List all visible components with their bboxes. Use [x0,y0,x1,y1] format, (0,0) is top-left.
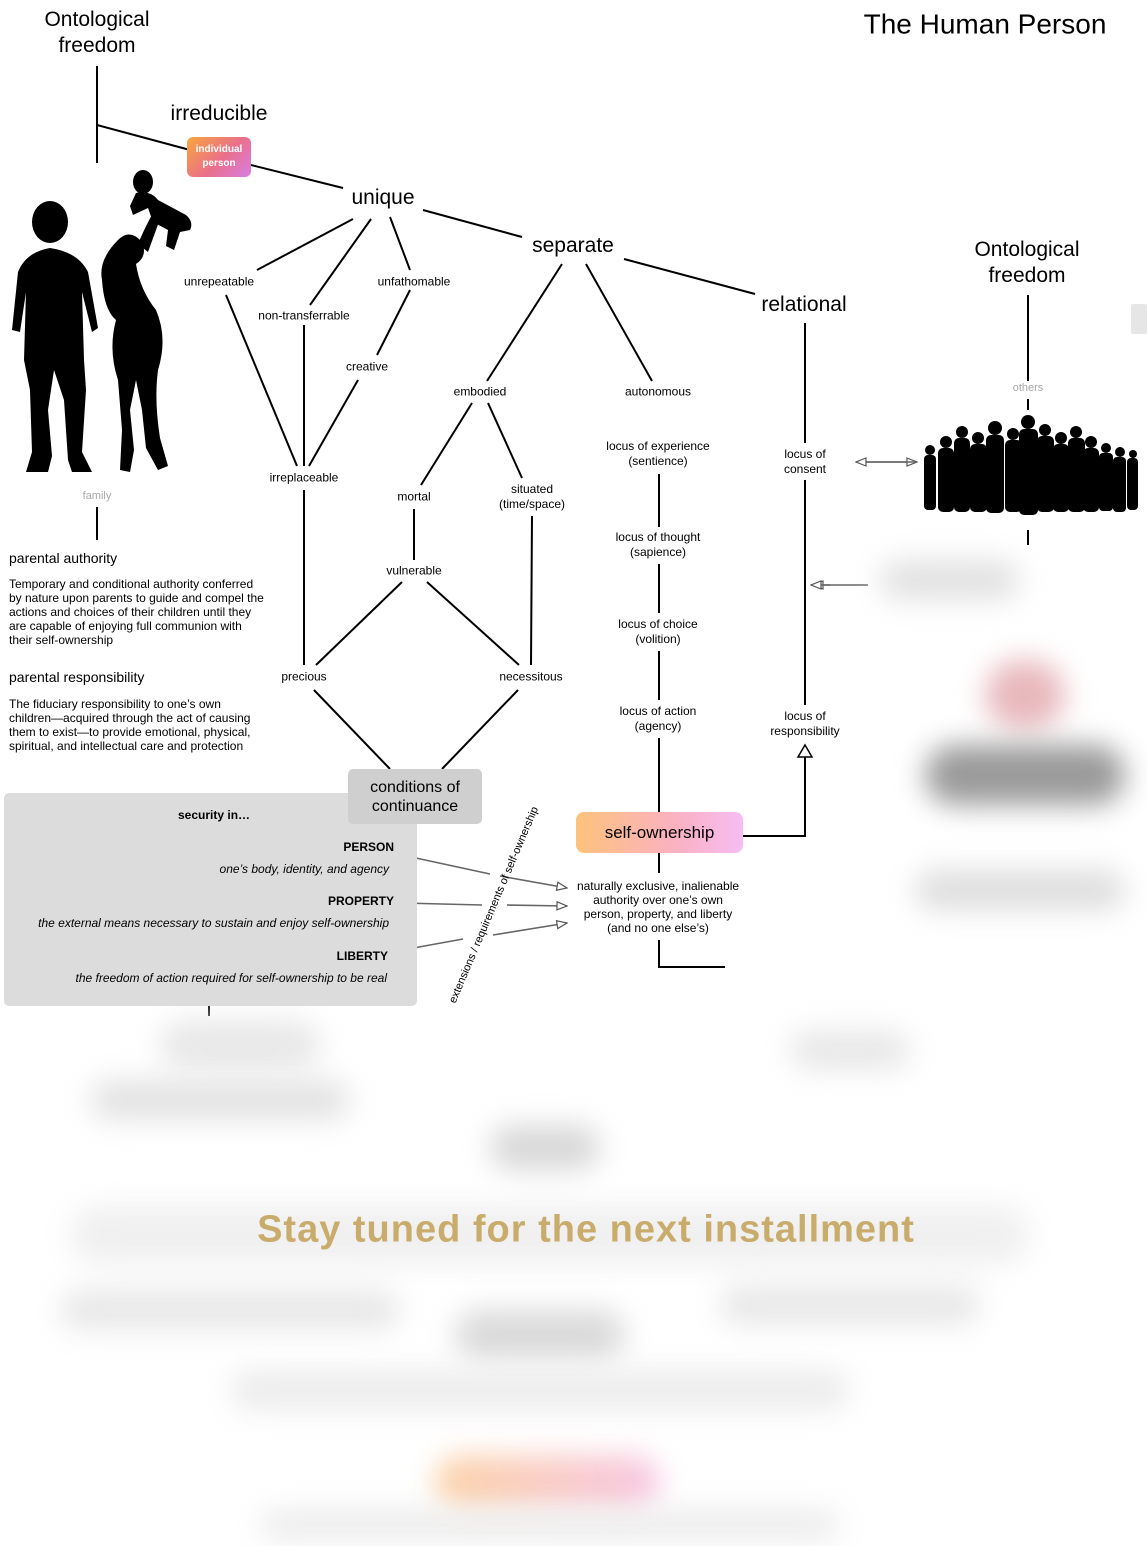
page-title: The Human Person [863,8,1107,40]
link-separate-embodied [486,263,563,382]
blurred-block [790,1030,910,1070]
label-others: others [1012,382,1044,395]
node-unfathomable: unfathomable [377,274,451,289]
node-irreducible: irreducible [170,101,268,125]
blurred-gradient-block [435,1455,660,1510]
family-silhouette [12,170,192,472]
security-property: PROPERTY [327,894,394,908]
security-panel [4,793,417,1006]
stay-tuned-banner: Stay tuned for the next installment [257,1208,915,1251]
security-person-desc: one’s body, identity, and agency [219,862,389,876]
self-ownership-box: self-ownership [576,812,743,853]
conditions-label: conditions of continuance [370,778,460,815]
security-property-desc: the external means necessary to sustain … [38,916,389,930]
node-locus-action: locus of action (agency) [619,704,697,733]
link-unique-separate [422,209,523,238]
parental-responsibility-heading: parental responsibility [9,669,145,685]
node-precious: precious [281,669,327,684]
ontological-freedom-right: Ontological freedom [974,237,1080,287]
link-unique-nontransferrable [309,218,372,306]
link-situated-necessitous [530,515,533,666]
link-unfathomable-creative [376,289,411,356]
security-liberty-desc: the freedom of action required for self-… [75,971,387,985]
node-relational: relational [761,292,847,316]
blurred-block [880,560,1020,600]
link-precious-conditions [313,689,391,770]
individual-person-box: individual person [187,137,251,177]
link-definition-down [658,940,725,968]
node-situated: situated (time/space) [498,482,566,511]
label-family: family [82,490,112,503]
link-necessitous-conditions [441,689,519,770]
self-ownership-label: self-ownership [604,822,715,842]
link-selfownership-responsibility [743,750,806,837]
blurred-block [490,1125,600,1170]
link-separate-relational [623,258,756,295]
others-crowd-silhouette [924,415,1138,515]
parental-authority-text: Temporary and conditional authority conf… [9,577,264,647]
scroll-stub [1131,304,1147,334]
arrow-definition-person [499,875,567,888]
blurred-block [260,1510,840,1540]
node-locus-experience: locus of experience (sentience) [606,439,710,468]
node-unrepeatable: unrepeatable [183,274,255,289]
blurred-block [60,1290,400,1330]
link-embodied-mortal [420,402,473,486]
security-person: PERSON [343,840,394,854]
security-liberty: LIBERTY [336,949,388,963]
link-unique-unfathomable [389,216,411,271]
node-irreplaceable: irreplaceable [269,470,339,485]
security-heading: security in… [178,808,251,822]
parental-responsibility-text: The fiduciary responsibility to one’s ow… [9,697,251,753]
blurred-block [985,660,1065,730]
blurred-block [925,745,1125,805]
node-locus-thought: locus of thought (sapience) [615,530,701,559]
node-locus-consent: locus of consent [783,447,827,476]
arrow-responsibility [796,743,814,758]
node-vulnerable: vulnerable [386,563,442,578]
link-separate-autonomous [585,263,653,382]
blurred-block [160,1020,320,1070]
node-necessitous: necessitous [499,669,563,684]
link-embodied-situated [487,402,523,479]
link-unrepeatable-irreplaceable [225,294,298,467]
arrow-definition-property [506,905,567,906]
individual-person-label: individual person [195,144,243,169]
blurred-block [720,1285,980,1325]
node-autonomous: autonomous [624,384,692,399]
blurred-block [90,1080,350,1120]
arrow-definition-liberty [492,923,567,936]
link-vulnerable-necessitous [426,581,520,666]
blurred-block [230,1370,850,1410]
link-to-individual [96,124,191,151]
node-non-transferrable: non-transferrable [258,308,350,323]
node-embodied: embodied [453,384,507,399]
parental-authority-heading: parental authority [9,550,118,566]
self-ownership-definition: naturally exclusive, inalienable authori… [576,879,740,935]
ontological-freedom-left: Ontological freedom [44,7,150,57]
blurred-block [915,870,1125,910]
link-individual-unique [250,164,344,189]
node-unique: unique [351,185,415,209]
blurred-block [70,1205,1030,1265]
node-mortal: mortal [397,489,431,504]
node-creative: creative [345,359,389,374]
link-vulnerable-precious [315,581,403,666]
blurred-block [455,1310,625,1360]
link-creative-irreplaceable [308,379,359,467]
link-unique-unrepeatable [256,218,354,271]
node-locus-responsibility: locus of responsibility [770,709,840,738]
node-locus-choice: locus of choice (volition) [618,617,698,646]
node-separate: separate [532,233,614,257]
conditions-of-continuance-box: conditions of continuance [348,769,482,824]
